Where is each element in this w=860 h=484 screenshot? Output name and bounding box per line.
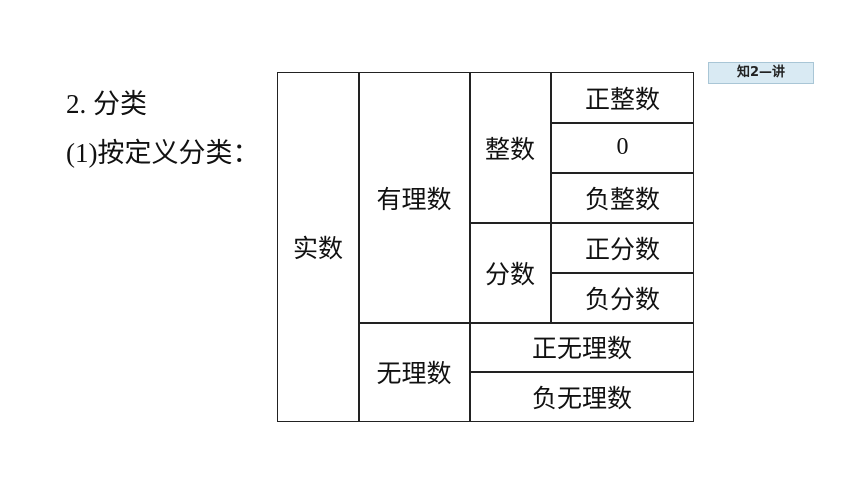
lesson-badge: 知2—讲 — [708, 62, 814, 84]
divider — [550, 122, 694, 124]
cell-zero: 0 — [616, 134, 629, 160]
subsection-heading: (1)按定义分类： — [66, 138, 260, 168]
divider — [469, 73, 471, 421]
divider — [358, 322, 694, 324]
cell-fraction: 分数 — [484, 259, 535, 289]
cell-integer: 整数 — [484, 134, 535, 164]
divider — [469, 371, 694, 373]
cell-real-number: 实数 — [292, 234, 343, 263]
section-heading: 2. 分类 — [66, 89, 147, 119]
divider — [550, 272, 694, 274]
classification-table: 实数 有理数 无理数 整数 分数 正整数 0 负整数 正分数 负分数 正无理数 … — [277, 72, 694, 422]
divider — [358, 73, 360, 421]
divider — [550, 73, 552, 322]
cell-negative-fraction: 负分数 — [584, 284, 660, 314]
divider — [550, 172, 694, 174]
cell-positive-irrational: 正无理数 — [531, 334, 632, 363]
cell-negative-integer: 负整数 — [584, 184, 660, 214]
cell-positive-fraction: 正分数 — [584, 234, 660, 264]
cell-rational-number: 有理数 — [376, 184, 452, 214]
cell-irrational-number: 无理数 — [376, 359, 452, 388]
divider — [469, 222, 694, 224]
cell-positive-integer: 正整数 — [584, 84, 660, 114]
cell-negative-irrational: 负无理数 — [531, 383, 632, 413]
